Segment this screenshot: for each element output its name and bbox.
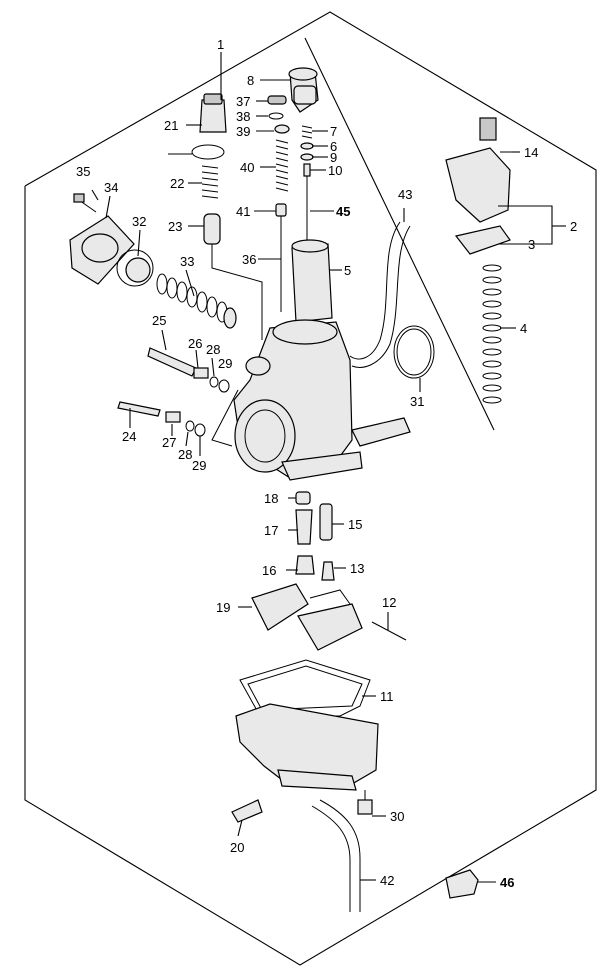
callout-27: 27 (162, 435, 176, 450)
callout-20: 20 (230, 840, 244, 855)
callout-40: 40 (240, 160, 254, 175)
callout-16: 16 (262, 563, 276, 578)
callout-12: 12 (382, 595, 396, 610)
callout-23: 23 (168, 219, 182, 234)
callout-7: 7 (330, 124, 337, 139)
lower-parts (231, 491, 479, 912)
callout-30: 30 (390, 809, 404, 824)
callout-34: 34 (104, 180, 118, 195)
callout-2: 2 (570, 219, 577, 234)
callout-24: 24 (122, 429, 136, 444)
callout-42: 42 (380, 873, 394, 888)
callout-5: 5 (344, 263, 351, 278)
callout-8: 8 (247, 73, 254, 88)
callout-38: 38 (236, 109, 250, 124)
callout-41: 41 (236, 204, 250, 219)
callout-22: 22 (170, 176, 184, 191)
callout-28-upper: 28 (206, 342, 220, 357)
callout-21: 21 (164, 118, 178, 133)
diagram-frame (24, 11, 597, 966)
callout-9: 9 (330, 150, 337, 165)
callout-11: 11 (380, 689, 394, 704)
callout-10: 10 (328, 163, 342, 178)
diaphragm-cover-parts (69, 193, 237, 329)
callout-46: 46 (500, 875, 514, 890)
starter-plunger-parts (191, 93, 263, 340)
callout-labels: 1 8 37 38 39 7 6 9 10 21 40 22 14 35 34 … (76, 37, 577, 890)
callout-36: 36 (242, 252, 256, 267)
callout-33: 33 (180, 254, 194, 269)
callout-28-lower: 28 (178, 447, 192, 462)
callout-19: 19 (216, 600, 230, 615)
callout-4: 4 (520, 321, 527, 336)
callout-6: 6 (330, 139, 337, 154)
callout-17: 17 (264, 523, 278, 538)
callout-14: 14 (524, 145, 538, 160)
callout-1: 1 (217, 37, 224, 52)
carburetor-top-parts (267, 67, 333, 323)
callout-3: 3 (528, 237, 535, 252)
callout-26: 26 (188, 336, 202, 351)
callout-43: 43 (398, 187, 412, 202)
leader-lines (91, 52, 566, 883)
callout-29-lower: 29 (192, 458, 206, 473)
callout-31: 31 (410, 394, 424, 409)
callout-29-upper: 29 (218, 356, 232, 371)
callout-18: 18 (264, 491, 278, 506)
callout-15: 15 (348, 517, 362, 532)
callout-45: 45 (336, 204, 350, 219)
carburetor-body (117, 319, 411, 481)
callout-37: 37 (236, 94, 250, 109)
callout-39: 39 (236, 124, 250, 139)
callout-35: 35 (76, 164, 90, 179)
callout-32: 32 (132, 214, 146, 229)
callout-13: 13 (350, 561, 364, 576)
callout-25: 25 (152, 313, 166, 328)
right-side-parts (349, 117, 512, 404)
